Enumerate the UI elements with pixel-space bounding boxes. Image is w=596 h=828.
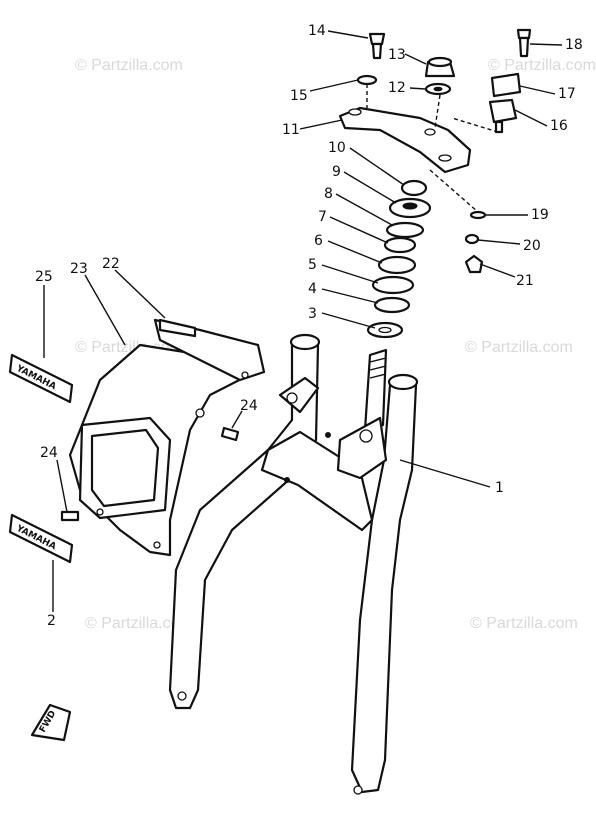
watermark: © Partzilla.com — [465, 339, 573, 356]
callout-23: 23 — [70, 261, 88, 277]
decal-model: YAMAHA — [8, 513, 74, 564]
callout-1: 1 — [495, 480, 504, 496]
callout-7: 7 — [318, 209, 327, 225]
callout-10: 10 — [328, 140, 346, 156]
fwd-arrow-icon: FWD — [30, 703, 72, 742]
callout-15: 15 — [290, 88, 308, 104]
callout-4: 4 — [308, 281, 317, 297]
callouts: 1 2 3 4 5 6 7 8 9 10 11 12 13 14 15 16 1… — [35, 23, 583, 629]
callout-22: 22 — [102, 256, 120, 272]
callout-18: 18 — [565, 37, 583, 53]
callout-6: 6 — [314, 233, 323, 249]
callout-11: 11 — [282, 122, 300, 138]
leader-lines — [43, 30, 563, 612]
callout-24-upper: 24 — [240, 398, 258, 414]
callout-19: 19 — [531, 207, 549, 223]
callout-16: 16 — [550, 118, 568, 134]
decal-brand: YAMAHA — [8, 353, 74, 404]
front-fork-frame — [168, 333, 419, 795]
callout-14: 14 — [308, 23, 326, 39]
watermark: © Partzilla.com — [470, 615, 578, 632]
part-5-race — [371, 275, 415, 295]
watermark: © Partzilla.com — [75, 57, 183, 74]
part-4-balls — [373, 296, 411, 314]
watermark: © Partzilla.com — [488, 57, 596, 74]
callout-12: 12 — [388, 80, 406, 96]
watermark: © Partzilla.com — [85, 615, 193, 632]
callout-25: 25 — [35, 269, 53, 285]
part-10-nut — [400, 179, 428, 197]
part-8-race — [385, 221, 425, 239]
part-7-balls — [383, 236, 417, 254]
callout-17: 17 — [558, 86, 576, 102]
callout-8: 8 — [324, 186, 333, 202]
callout-3: 3 — [308, 306, 317, 322]
part-6-cone — [377, 255, 417, 275]
top-bracket — [338, 28, 532, 274]
callout-21: 21 — [516, 273, 534, 289]
callout-24-lower: 24 — [40, 445, 58, 461]
callout-20: 20 — [523, 238, 541, 254]
headlight-cover — [60, 318, 266, 557]
callout-13: 13 — [388, 47, 406, 63]
bearing-stack — [366, 179, 432, 339]
callout-2: 2 — [47, 613, 56, 629]
callout-9: 9 — [332, 164, 341, 180]
callout-5: 5 — [308, 257, 317, 273]
